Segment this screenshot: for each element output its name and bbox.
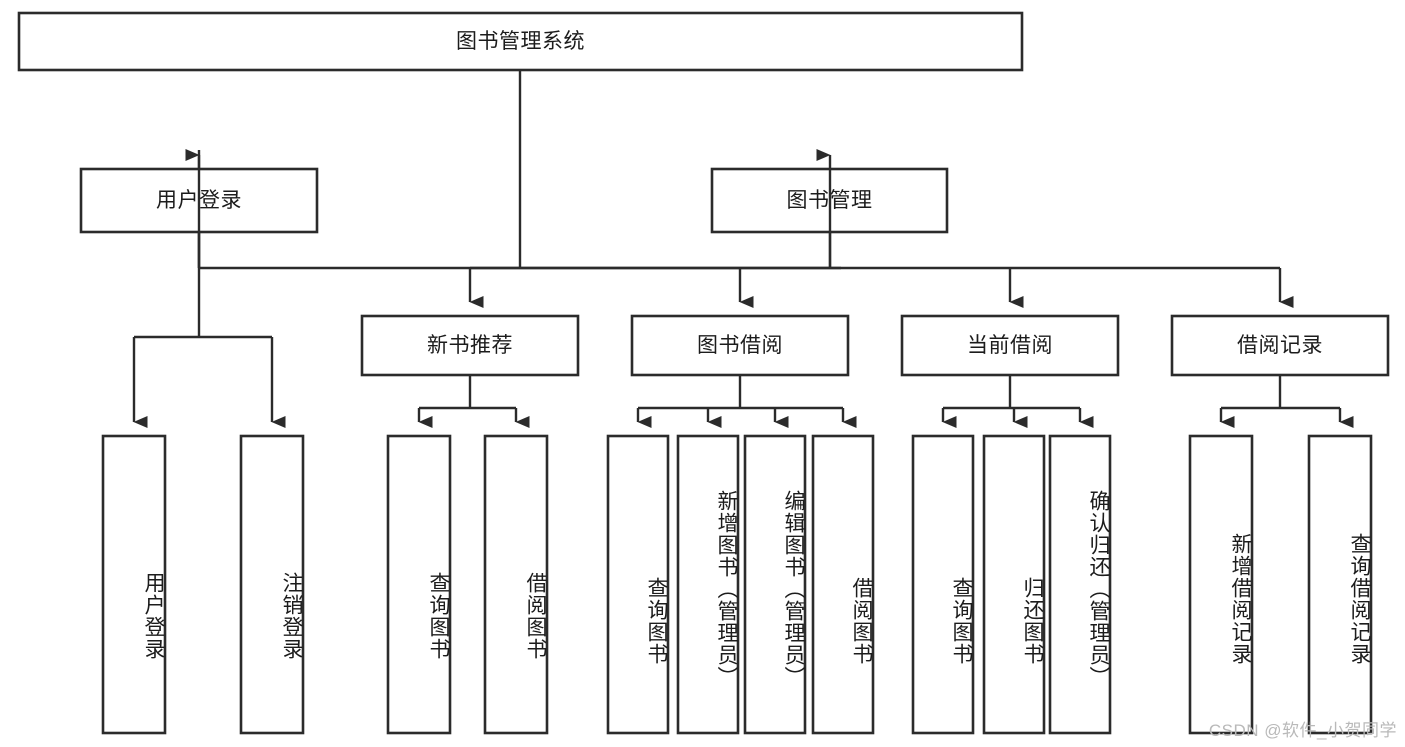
node-current-borrow-box[interactable] (900, 314, 1120, 377)
node-leaf-current-borrow-2[interactable] (982, 434, 1046, 735)
node-leaf-new-book-2[interactable] (483, 434, 549, 735)
node-book-borrow-box[interactable] (630, 314, 850, 377)
node-new-book-recommend-box[interactable] (360, 314, 580, 377)
node-leaf-user-login-1[interactable] (101, 434, 167, 735)
connector-arrowheads (132, 149, 1354, 428)
node-leaf-book-borrow-3[interactable] (743, 434, 807, 735)
node-leaf-new-book-1[interactable] (386, 434, 452, 735)
csdn-watermark: CSDN @软件_小贺同学 (1208, 721, 1397, 740)
node-leaf-user-login-2[interactable] (239, 434, 305, 735)
node-leaf-book-borrow-1[interactable] (606, 434, 670, 735)
node-leaf-borrow-record-2[interactable] (1307, 434, 1373, 735)
node-borrow-record-box[interactable] (1170, 314, 1390, 377)
node-leaf-book-borrow-4[interactable] (811, 434, 875, 735)
node-leaf-current-borrow-3[interactable] (1048, 434, 1112, 735)
node-root-box[interactable] (17, 11, 1024, 72)
node-leaf-current-borrow-1[interactable] (911, 434, 975, 735)
node-leaf-borrow-record-1[interactable] (1188, 434, 1254, 735)
node-leaf-book-borrow-2[interactable] (676, 434, 740, 735)
